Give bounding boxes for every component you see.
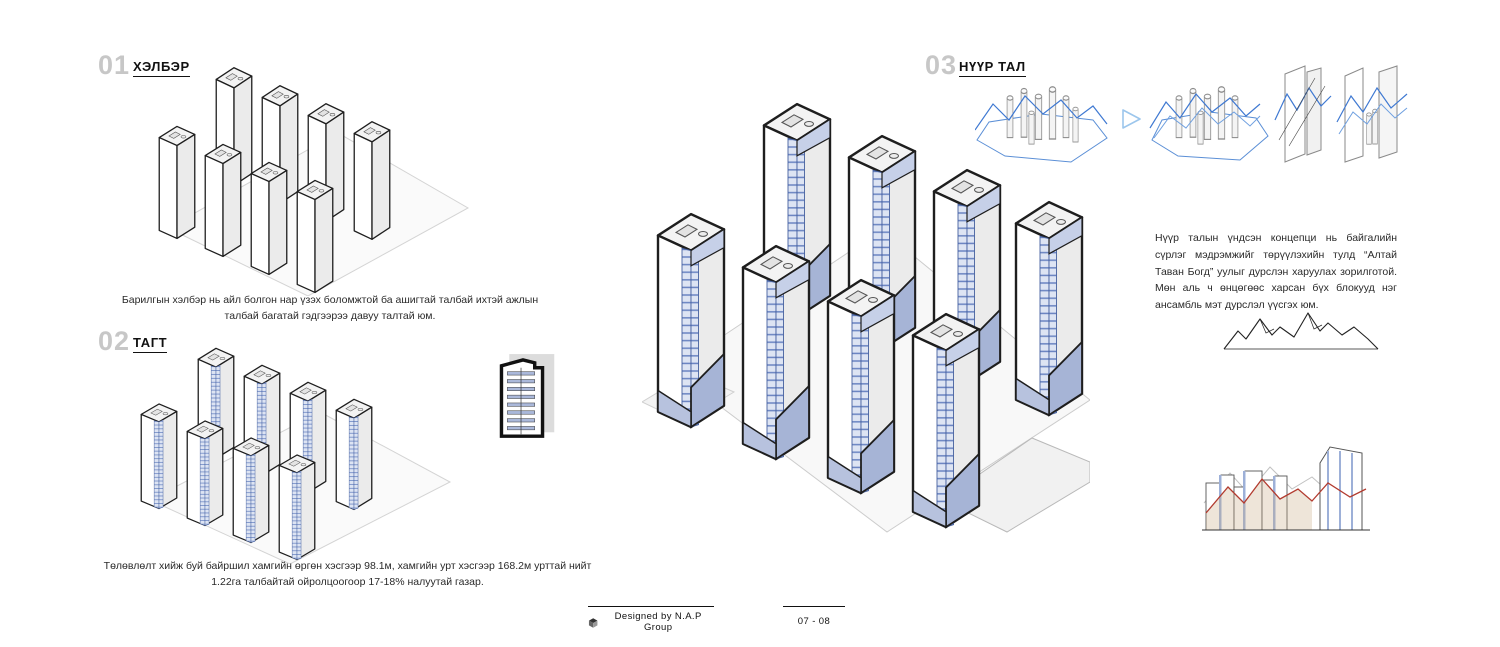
facade-concept-diagrams bbox=[975, 65, 1408, 163]
main-axonometric-drawing bbox=[642, 70, 1090, 533]
form-section-title: ХЭЛБЭР bbox=[133, 58, 190, 77]
footer-pages-rule bbox=[783, 606, 845, 607]
elevation-mountain-overlay-drawing bbox=[1202, 446, 1370, 531]
footer-credit: Designed by N.A.P Group bbox=[588, 606, 714, 633]
nap-group-logo-icon bbox=[588, 617, 598, 628]
balcony-section-number: 02 bbox=[98, 326, 131, 356]
footer-page-numbers: 07 - 08 bbox=[797, 616, 831, 627]
footer-credit-text: Designed by N.A.P Group bbox=[614, 611, 702, 633]
facade-section-number: 03 bbox=[925, 50, 958, 80]
balcony-section-caption: Төлөвлөлт хийж буй байршил хамгийн өргөн… bbox=[103, 560, 592, 589]
facade-concept-paragraph: Нүүр талын үндсэн концепци нь байгалийн … bbox=[1155, 232, 1397, 312]
balcony-section-detail-drawing bbox=[499, 354, 555, 438]
balcony-section-title: ТАГТ bbox=[133, 334, 168, 353]
transform-arrow-icon bbox=[1122, 109, 1141, 129]
facade-section-title: НҮҮР ТАЛ bbox=[959, 58, 1026, 77]
footer-pages: 07 - 08 bbox=[783, 606, 845, 629]
facade-line-study-1 bbox=[1274, 65, 1332, 163]
form-section-caption: Барилгын хэлбэр нь айл болгон нар үзэх б… bbox=[121, 294, 539, 323]
form-axonometric-drawing bbox=[158, 67, 470, 296]
facade-line-study-2 bbox=[1336, 65, 1408, 163]
footer-credit-rule bbox=[588, 606, 714, 607]
mountain-outline-sketch bbox=[1223, 312, 1379, 350]
concept-massing-sketch-1 bbox=[975, 86, 1108, 163]
form-section-number: 01 bbox=[98, 50, 131, 80]
balcony-axonometric-drawing bbox=[130, 332, 452, 564]
concept-massing-sketch-2 bbox=[1149, 86, 1269, 161]
